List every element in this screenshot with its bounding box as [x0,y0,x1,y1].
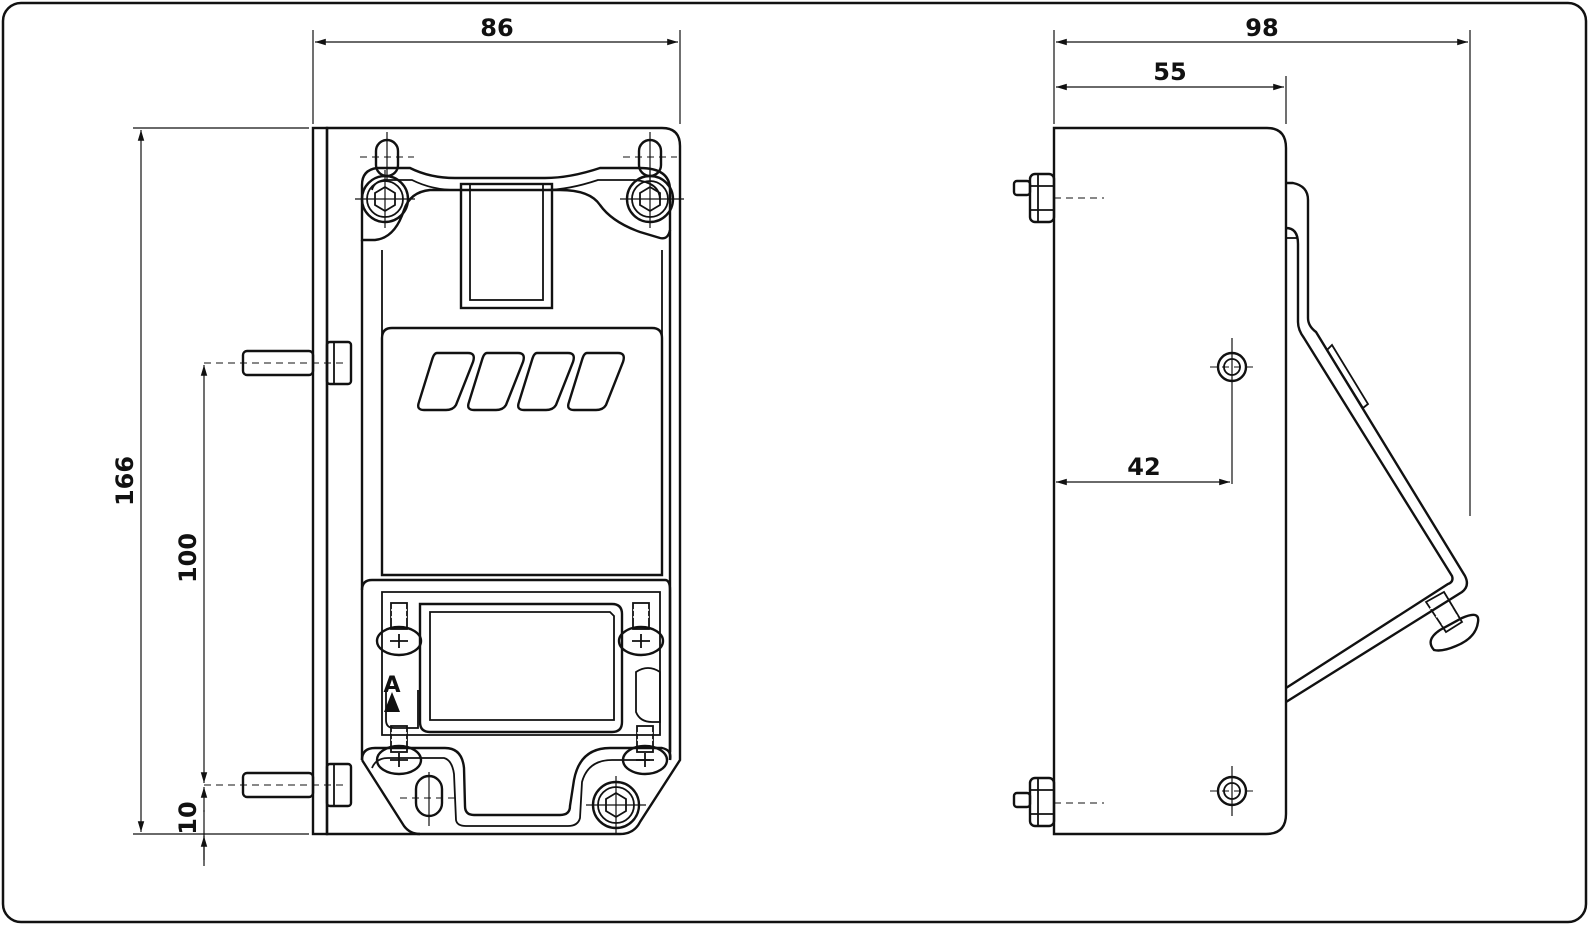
dim-side-hole-offset: 42 [1127,453,1160,481]
front-lower-notch-inner [371,757,650,827]
window-slot [416,351,476,412]
dim-front-height: 166 [111,456,139,506]
slot-hole-top-left [360,132,414,180]
marking-letter: A [383,673,400,698]
dim-front-stud-spacing: 100 [174,533,202,583]
phillips-screw-lower-left [375,725,423,776]
front-lower-plate [418,602,624,734]
side-stud-nut-upper [1012,172,1104,224]
phillips-screw-upper-left [375,602,423,657]
marking-triangle [384,692,400,712]
front-lower-tray [360,578,672,752]
side-bracket-pad [1325,343,1370,410]
side-hole-middle [1210,338,1256,484]
slot-hole-top-right [623,132,677,180]
side-view [1012,126,1480,836]
front-upper-tongue-inner [469,183,544,301]
side-bracket-screw [1424,590,1480,652]
front-upper-tongue [459,182,554,310]
window-slot [566,351,626,412]
dim-front-width: 86 [480,14,513,42]
front-stud-lower [204,762,353,808]
phillips-screw-upper-right [617,602,665,657]
front-body-outline [325,126,682,836]
front-lower-plate-inner [429,611,615,721]
front-lower-bracket [360,746,672,817]
side-body-outline [1052,126,1288,836]
dim-side-body-depth: 55 [1153,58,1186,86]
front-left-latch [385,690,419,729]
side-stud-nut-lower [1012,776,1104,828]
window-slot [466,351,526,412]
front-right-latch [635,667,661,723]
phillips-screw-lower-right [621,725,669,776]
front-panel [380,326,664,577]
front-dimension-stud-spacing: 100 [174,365,208,783]
front-dimension-height: 166 [111,127,309,835]
side-angled-bracket-inner [1285,226,1454,690]
front-lower-tray-inner [381,591,661,736]
side-dimension-body: 55 [1056,58,1287,124]
front-dimension-stud-offset: 10 [174,787,208,866]
window-slot [516,351,576,412]
front-window-slots [416,351,626,412]
front-upper-bracket [360,166,672,242]
front-dimension-width: 86 [312,14,681,124]
side-hole-bottom [1210,766,1256,816]
front-view: A [204,126,684,836]
side-angled-bracket [1285,181,1469,704]
side-dimension-hole: 42 [1056,453,1230,486]
dim-front-stud-offset: 10 [174,801,202,834]
front-stud-upper [204,340,353,386]
dim-side-total-depth: 98 [1245,14,1278,42]
front-backplate [311,126,329,836]
side-dimension-total: 98 [1053,14,1471,516]
hex-bolt-top-right [620,170,684,228]
hex-bolt-bottom-center [586,776,646,834]
slot-hole-bottom-left [400,772,458,826]
front-bottom-chamfer [360,759,421,836]
